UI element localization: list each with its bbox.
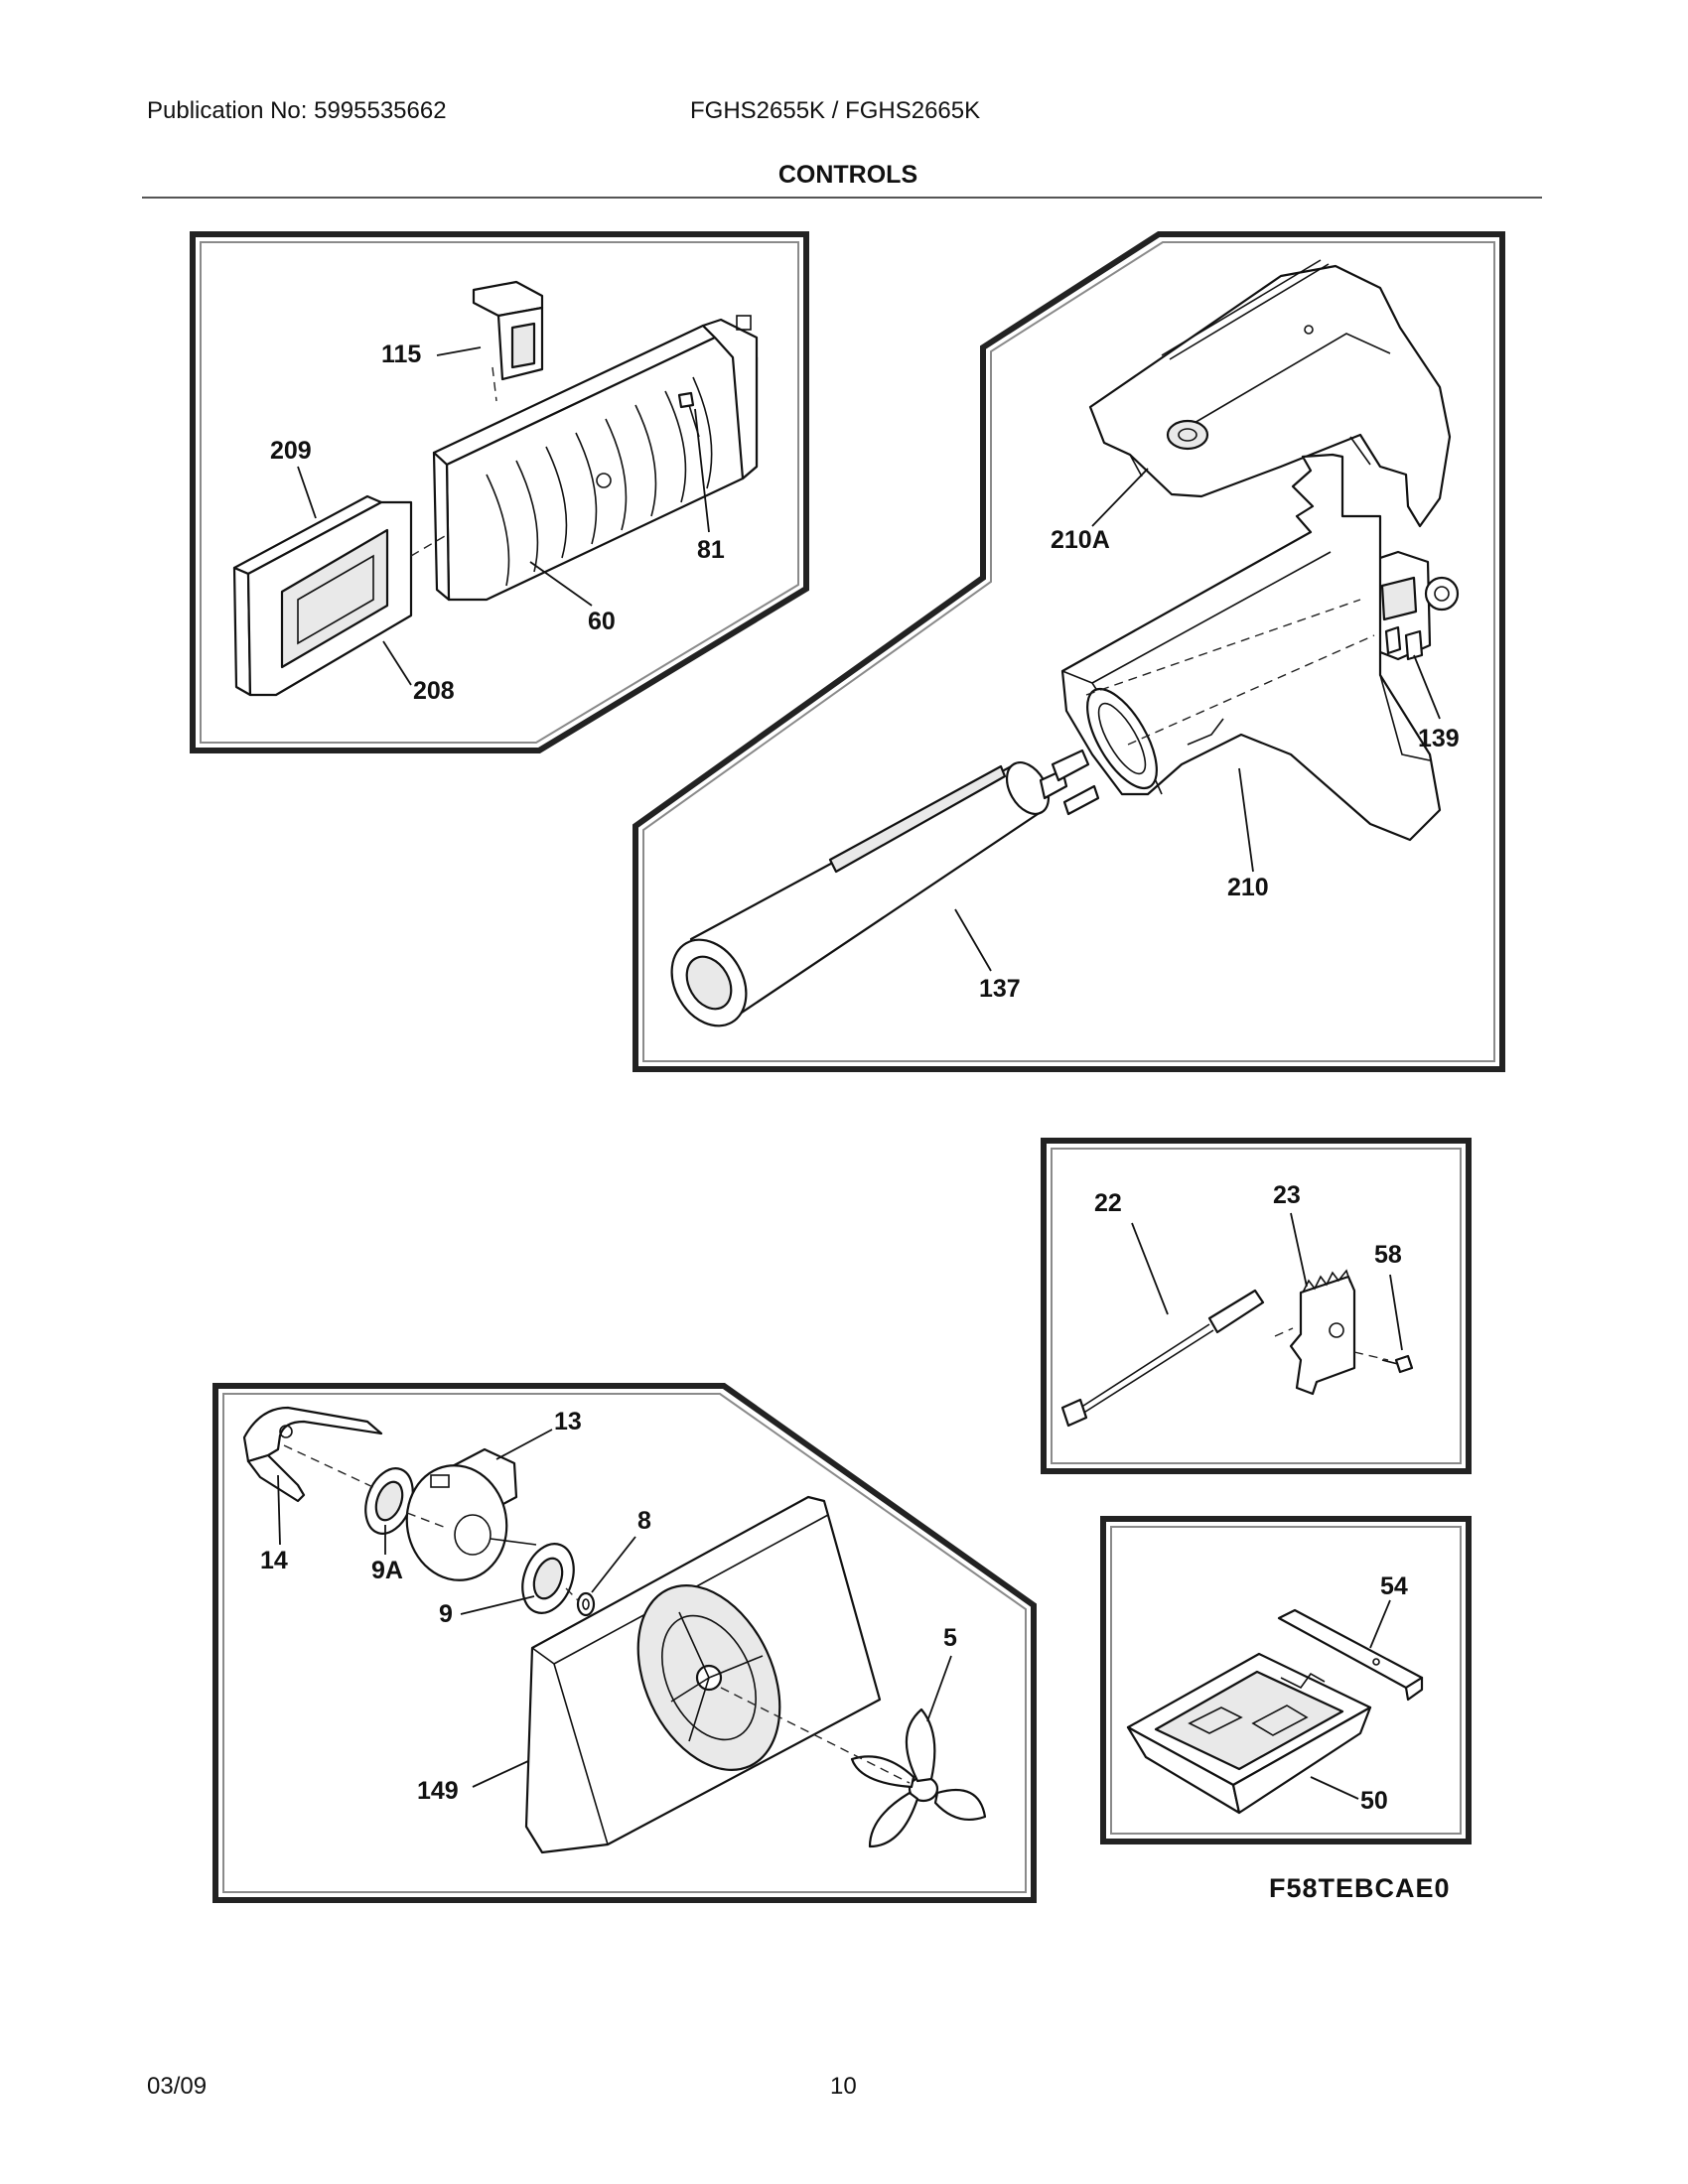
part-115-actuator (472, 280, 544, 381)
callout-9a: 9A (371, 1557, 403, 1584)
callout-54: 54 (1380, 1572, 1408, 1600)
part-58-screw (1381, 1354, 1414, 1374)
part-14-bracket (242, 1406, 383, 1503)
part-5-fan-blade (850, 1707, 987, 1848)
model-numbers: FGHS2655K / FGHS2665K (690, 97, 981, 124)
callout-149: 149 (417, 1777, 459, 1805)
part-81-screw (677, 391, 700, 438)
part-9-wheel (521, 1543, 575, 1614)
callout-210: 210 (1227, 874, 1269, 901)
publication-number: Publication No: 5995535662 (147, 97, 447, 124)
page-number: 10 (830, 2073, 857, 2100)
callout-208: 208 (413, 677, 455, 705)
callout-137: 137 (979, 975, 1021, 1003)
callout-9: 9 (439, 1600, 453, 1628)
callout-210a: 210A (1051, 526, 1110, 554)
panel-water-filter: 210A 139 210 137 (633, 231, 1505, 1072)
footer-date: 03/09 (147, 2073, 208, 2100)
part-13-motor (405, 1447, 537, 1581)
header-rule (142, 197, 1542, 199)
panel-control-board: 54 50 (1100, 1516, 1472, 1844)
callout-115: 115 (381, 341, 421, 368)
callout-209: 209 (270, 437, 312, 465)
part-8-washer (576, 1591, 596, 1617)
callout-8: 8 (637, 1507, 651, 1535)
callout-13: 13 (554, 1408, 582, 1435)
callout-23: 23 (1273, 1181, 1301, 1209)
callout-81: 81 (697, 536, 725, 564)
section-title: CONTROLS (777, 161, 918, 189)
part-54-bracket (1277, 1608, 1424, 1702)
part-210-housing (1060, 453, 1442, 842)
panel-fan-assembly: 13 8 14 9A 9 5 149 (212, 1383, 1037, 1903)
part-50-board-box (1126, 1652, 1372, 1815)
part-9a-wheel (364, 1467, 414, 1535)
callout-22: 22 (1094, 1189, 1122, 1217)
part-23-cover (1289, 1269, 1356, 1396)
callout-5: 5 (943, 1624, 957, 1652)
callout-60: 60 (588, 608, 616, 635)
callout-50: 50 (1360, 1787, 1388, 1815)
part-149-shroud (524, 1495, 882, 1854)
callout-58: 58 (1374, 1241, 1402, 1269)
part-209-208-frame (232, 494, 413, 697)
part-210a-cover (1088, 259, 1452, 528)
part-137-filter (670, 749, 1100, 1027)
panel-thermistor: 22 23 58 (1041, 1138, 1472, 1474)
callout-14: 14 (260, 1547, 288, 1574)
callout-139: 139 (1418, 725, 1460, 752)
part-22-thermistor (1060, 1289, 1265, 1428)
part-60-housing (432, 315, 759, 602)
diagram-code: F58TEBCAE0 (1269, 1873, 1451, 1903)
panel-dispenser-controls: 115 209 81 60 208 (190, 231, 809, 753)
